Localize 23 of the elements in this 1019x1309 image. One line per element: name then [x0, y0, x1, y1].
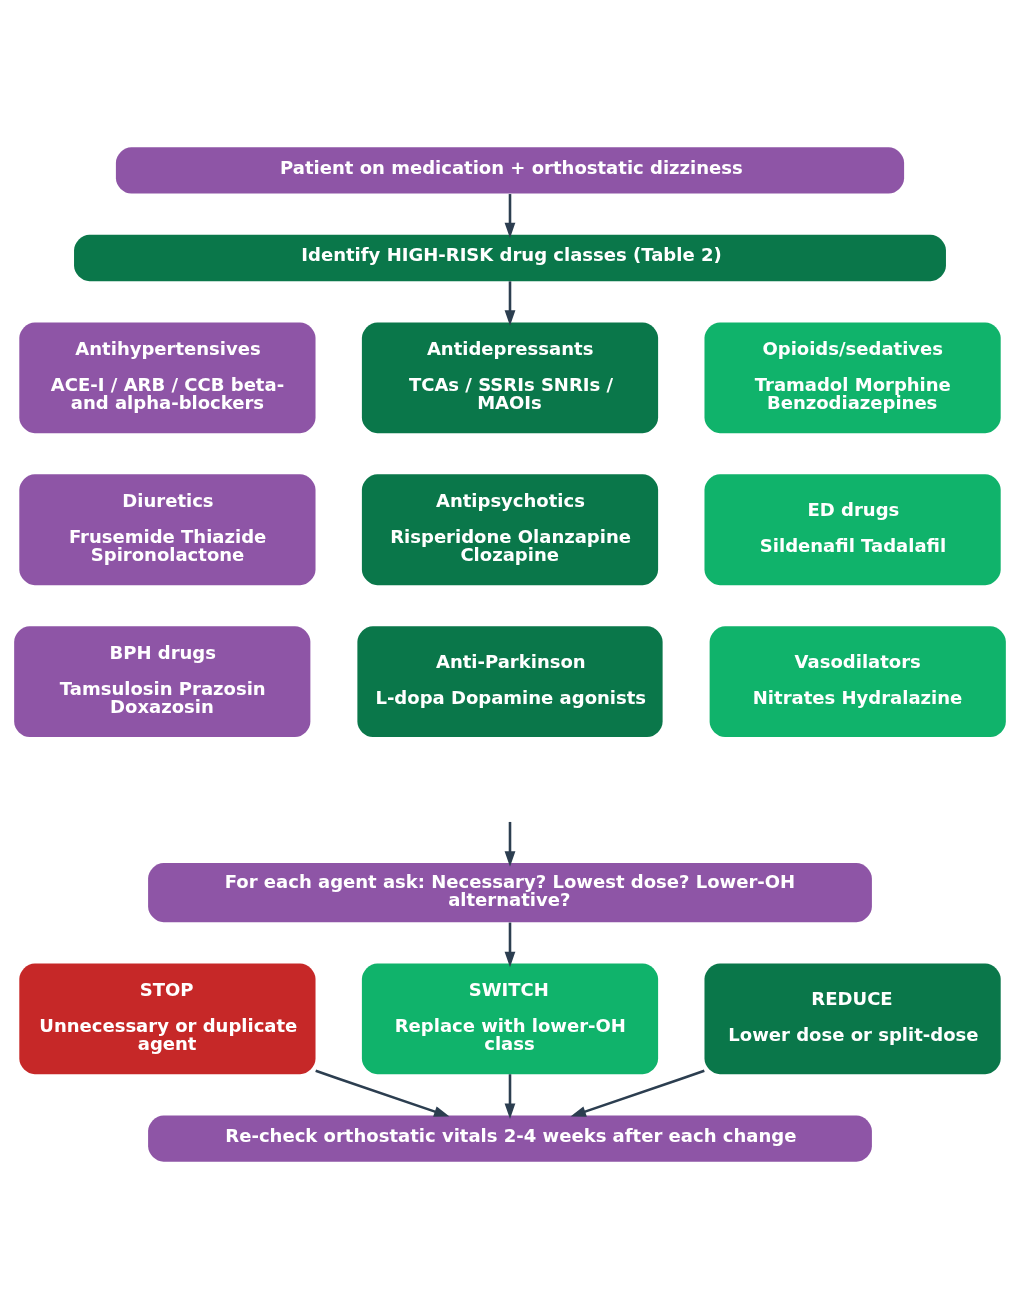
- arrow: [314, 1069, 449, 1117]
- node-box: Antihypertensives ACE-I / ARB / CCB beta- and alpha-blockers: [18, 322, 315, 434]
- node-box: STOP Unnecessary or duplicate agent: [18, 963, 315, 1075]
- arrow: [504, 821, 515, 867]
- node-box: Anti-Parkinson L-dopa Dopamine agonists: [356, 626, 663, 738]
- node-box: BPH drugs Tamsulosin Prazosin Doxazosin: [13, 626, 310, 738]
- arrow: [504, 922, 515, 968]
- arrow: [504, 281, 515, 326]
- node-box: Antidepressants TCAs / SSRIs SNRIs / MAOIs: [361, 322, 658, 434]
- arrow: [570, 1069, 705, 1117]
- node-box: Diuretics Frusemide Thiazide Spironolactone: [18, 474, 315, 586]
- node-box: Antipsychotics Risperidone Olanzapine Clozapine: [361, 474, 658, 586]
- node-box: REDUCE Lower dose or split-dose: [704, 963, 1001, 1075]
- node-box: SWITCH Replace with lower-OH class: [361, 963, 658, 1075]
- arrow: [504, 1074, 515, 1119]
- node-box: Vasodilators Nitrates Hydralazine: [709, 626, 1006, 738]
- node-box: ED drugs Sildenafil Tadalafil: [704, 474, 1001, 586]
- node-box: Opioids/sedatives Tramadol Morphine Benzodiazepines: [704, 322, 1001, 434]
- node-box: For each agent ask: Necessary? Lowest dose? Lower-OH alternative?: [147, 862, 872, 923]
- arrow: [504, 194, 515, 239]
- node-box: Re-check orthostatic vitals 2-4 weeks after each change: [147, 1115, 872, 1162]
- node-box: Patient on medication + orthostatic dizziness: [115, 147, 904, 194]
- node-box: Identify HIGH-RISK drug classes (Table 2): [73, 234, 946, 282]
